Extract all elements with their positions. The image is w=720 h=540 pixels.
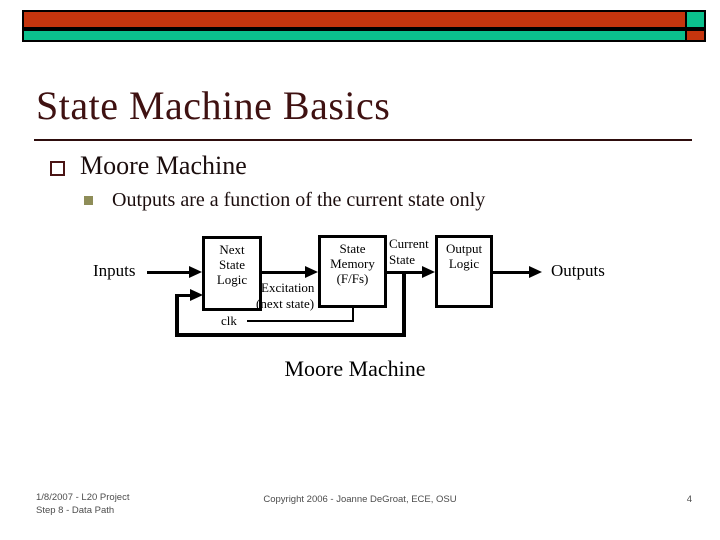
outputs-signal-line (493, 271, 531, 274)
inputs-arrowhead-icon (189, 266, 202, 278)
footer-left-line2: Step 8 - Data Path (36, 505, 115, 516)
state-memory-line2: Memory (330, 256, 375, 271)
feedback-line-bottom (175, 333, 406, 337)
next-state-logic-line2: State (219, 257, 245, 272)
current-state-arrowhead-icon (422, 266, 435, 278)
state-memory-line1: State (339, 241, 366, 256)
next-state-logic-line1: Next (219, 242, 245, 257)
bullet-square-filled-icon (84, 196, 93, 205)
feedback-line-right-vertical (402, 272, 406, 337)
top-bar-teal (22, 29, 706, 42)
next-state-logic-box: Next State Logic (202, 236, 262, 311)
output-logic-line2: Logic (448, 256, 480, 271)
page-number: 4 (686, 494, 692, 505)
excitation-arrowhead-icon (305, 266, 318, 278)
feedback-line-left-vertical (175, 294, 179, 337)
feedback-line-stub (177, 294, 192, 297)
top-bar-teal-red-endcap (685, 31, 704, 40)
state-memory-box: State Memory (F/Fs) (318, 235, 387, 308)
title-underline (34, 139, 692, 141)
diagram-caption: Moore Machine (284, 356, 426, 381)
footer-copyright: Copyright 2006 - Joanne DeGroat, ECE, OS… (263, 494, 457, 505)
inputs-signal-line (147, 271, 192, 274)
clk-line-vertical (352, 305, 354, 322)
clk-line-horizontal (247, 320, 354, 322)
top-bar-red-teal-endcap (685, 12, 704, 27)
bullet2-text: Outputs are a function of the current st… (112, 189, 486, 211)
feedback-arrowhead-icon (190, 289, 203, 301)
bullet1-text: Moore Machine (80, 151, 247, 180)
footer-left: 1/8/2007 - L20 Project Step 8 - Data Pat… (36, 491, 129, 517)
excitation-label-line2: (next state) (256, 296, 315, 311)
state-memory-line3: (F/Fs) (336, 271, 369, 286)
bullet-square-outline-icon (50, 161, 65, 176)
outputs-arrowhead-icon (529, 266, 542, 278)
clk-label: clk (221, 313, 237, 328)
current-state-label-line1: Current (389, 236, 429, 251)
excitation-signal-line (262, 271, 306, 274)
diagram-inputs-label: Inputs (93, 261, 136, 280)
top-bar-red (22, 10, 706, 29)
diagram-outputs-label: Outputs (551, 261, 605, 280)
slide-title: State Machine Basics (36, 83, 391, 128)
next-state-logic-line3: Logic (216, 272, 248, 287)
footer-left-line1: 1/8/2007 - L20 Project (36, 492, 130, 503)
current-state-label-line2: State (389, 252, 415, 267)
output-logic-line1: Output (445, 241, 483, 256)
excitation-label-line1: Excitation (261, 280, 315, 295)
output-logic-box: Output Logic (435, 235, 493, 308)
